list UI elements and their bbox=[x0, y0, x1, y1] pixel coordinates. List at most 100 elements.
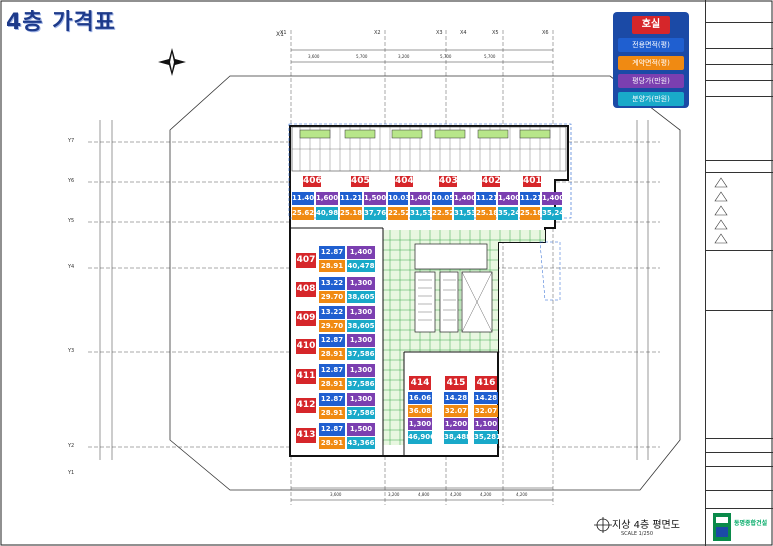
unit-405-exclusive: 11.21 bbox=[340, 192, 362, 205]
north-arrow-icon bbox=[158, 48, 186, 76]
unit-403-total: 31,533 bbox=[454, 207, 481, 220]
unit-410-id: 410 bbox=[296, 339, 316, 354]
grid-label-x3: X3 bbox=[436, 30, 443, 36]
company-name: 동명종합건설 bbox=[734, 520, 768, 527]
unit-407-id: 407 bbox=[296, 253, 316, 268]
unit-416-id: 416 bbox=[475, 376, 497, 390]
grid-label-y7: Y7 bbox=[68, 138, 75, 144]
unit-410-exclusive: 12.87 bbox=[319, 334, 345, 347]
unit-415-price-per: 1,200 bbox=[444, 418, 468, 430]
unit-407-contract: 28.91 bbox=[319, 260, 345, 272]
unit-409-id: 409 bbox=[296, 311, 316, 326]
legend-contract-area: 계약면적(평) bbox=[618, 56, 684, 70]
unit-402-contract: 25.18 bbox=[476, 207, 498, 220]
unit-411-total: 37,586 bbox=[347, 378, 375, 390]
unit-403-price-per: 1,400 bbox=[454, 192, 476, 205]
company-logo-icon bbox=[713, 513, 731, 541]
unit-406-total: 40,985 bbox=[316, 207, 343, 220]
unit-415-total: 38,488 bbox=[444, 431, 471, 444]
drawing-title: 지상 4층 평면도 bbox=[612, 520, 680, 531]
grid-label-y4: Y4 bbox=[68, 264, 75, 270]
unit-401-exclusive: 11.21 bbox=[520, 192, 542, 205]
legend-price-per-pyeong: 평당가(만원) bbox=[618, 74, 684, 88]
unit-402-price-per: 1,400 bbox=[498, 192, 520, 205]
grid-label-x5: X5 bbox=[492, 30, 499, 36]
unit-409-price-per: 1,300 bbox=[347, 306, 375, 319]
unit-410-total: 37,586 bbox=[347, 348, 375, 360]
unit-407-total: 40,478 bbox=[347, 260, 375, 272]
unit-412-contract: 28.91 bbox=[319, 407, 345, 419]
unit-402-total: 35,247 bbox=[498, 207, 525, 220]
unit-409-total: 38,605 bbox=[347, 320, 375, 332]
unit-414-price-per: 1,300 bbox=[408, 418, 432, 430]
unit-408-contract: 29.70 bbox=[319, 291, 345, 303]
unit-413-id: 413 bbox=[296, 428, 316, 443]
unit-403-id: 403 bbox=[439, 176, 458, 187]
unit-413-total: 43,366 bbox=[347, 437, 375, 449]
unit-414-id: 414 bbox=[409, 376, 431, 390]
unit-414-exclusive: 16.06 bbox=[408, 392, 432, 404]
unit-408-exclusive: 13.22 bbox=[319, 277, 345, 290]
unit-401-price-per: 1,400 bbox=[542, 192, 564, 205]
unit-409-exclusive: 13.22 bbox=[319, 306, 345, 319]
unit-410-contract: 28.91 bbox=[319, 348, 345, 360]
unit-405-price-per: 1,500 bbox=[364, 192, 386, 205]
unit-404-exclusive: 10.03 bbox=[388, 192, 410, 205]
dim-bottom-1: 3,600 bbox=[330, 492, 342, 497]
grid-label-y3: Y3 bbox=[68, 348, 75, 354]
unit-403-contract: 22.52 bbox=[432, 207, 454, 220]
grid-label-x1: X1 bbox=[280, 30, 287, 36]
unit-401-id: 401 bbox=[523, 176, 542, 187]
unit-408-id: 408 bbox=[296, 282, 316, 297]
dim-bottom-3: 4,800 bbox=[418, 492, 430, 497]
unit-404-contract: 22.52 bbox=[388, 207, 410, 220]
unit-413-price-per: 1,500 bbox=[347, 423, 375, 436]
legend-exclusive-area: 전용면적(평) bbox=[618, 38, 684, 52]
grid-label-y6: Y6 bbox=[68, 178, 75, 184]
grid-label-x2: X2 bbox=[374, 30, 381, 36]
dim-bottom-5: 4,200 bbox=[480, 492, 492, 497]
unit-406-contract: 25.62 bbox=[292, 207, 314, 220]
unit-405-total: 37,765 bbox=[364, 207, 391, 220]
unit-413-contract: 28.91 bbox=[319, 437, 345, 449]
unit-401-contract: 25.18 bbox=[520, 207, 542, 220]
dim-top-2: 5,700 bbox=[356, 54, 368, 59]
unit-408-total: 38,605 bbox=[347, 291, 375, 303]
section-marker-icon bbox=[594, 517, 612, 533]
unit-406-id: 406 bbox=[303, 176, 322, 187]
unit-411-contract: 28.91 bbox=[319, 378, 345, 390]
grid-label-y2: Y2 bbox=[68, 443, 75, 449]
unit-403-exclusive: 10.05 bbox=[432, 192, 454, 205]
dim-top-1: 3,600 bbox=[308, 54, 320, 59]
unit-405-contract: 25.18 bbox=[340, 207, 362, 220]
unit-415-id: 415 bbox=[445, 376, 467, 390]
unit-416-contract: 32.07 bbox=[474, 405, 498, 417]
unit-406-price-per: 1,600 bbox=[316, 192, 338, 205]
revision-triangles-icon bbox=[714, 177, 728, 244]
legend: 호실 전용면적(평) 계약면적(평) 평당가(만원) 분양가(만원) bbox=[613, 12, 689, 108]
unit-412-id: 412 bbox=[296, 398, 316, 413]
dim-top-4: 5,700 bbox=[440, 54, 452, 59]
unit-413-exclusive: 12.87 bbox=[319, 423, 345, 436]
unit-404-id: 404 bbox=[395, 176, 414, 187]
dim-bottom-2: 3,200 bbox=[388, 492, 400, 497]
unit-410-price-per: 1,300 bbox=[347, 334, 375, 347]
unit-401-total: 35,247 bbox=[542, 207, 569, 220]
grid-label-x4: X4 bbox=[460, 30, 467, 36]
grid-label-y5: Y5 bbox=[68, 218, 75, 224]
unit-407-exclusive: 12.87 bbox=[319, 246, 345, 259]
dim-bottom-4: 4,200 bbox=[450, 492, 462, 497]
unit-412-total: 37,586 bbox=[347, 407, 375, 419]
legend-header: 호실 bbox=[632, 16, 670, 34]
unit-412-price-per: 1,300 bbox=[347, 393, 375, 406]
unit-404-price-per: 1,400 bbox=[410, 192, 432, 205]
dim-top-5: 5,700 bbox=[484, 54, 496, 59]
unit-414-contract: 36.08 bbox=[408, 405, 432, 417]
unit-416-total: 35,281 bbox=[474, 431, 501, 444]
unit-404-total: 31,533 bbox=[410, 207, 437, 220]
unit-411-price-per: 1,300 bbox=[347, 364, 375, 377]
unit-408-price-per: 1,300 bbox=[347, 277, 375, 290]
unit-411-exclusive: 12.87 bbox=[319, 364, 345, 377]
grid-label-y1: Y1 bbox=[68, 470, 75, 476]
unit-416-price-per: 1,100 bbox=[474, 418, 498, 430]
